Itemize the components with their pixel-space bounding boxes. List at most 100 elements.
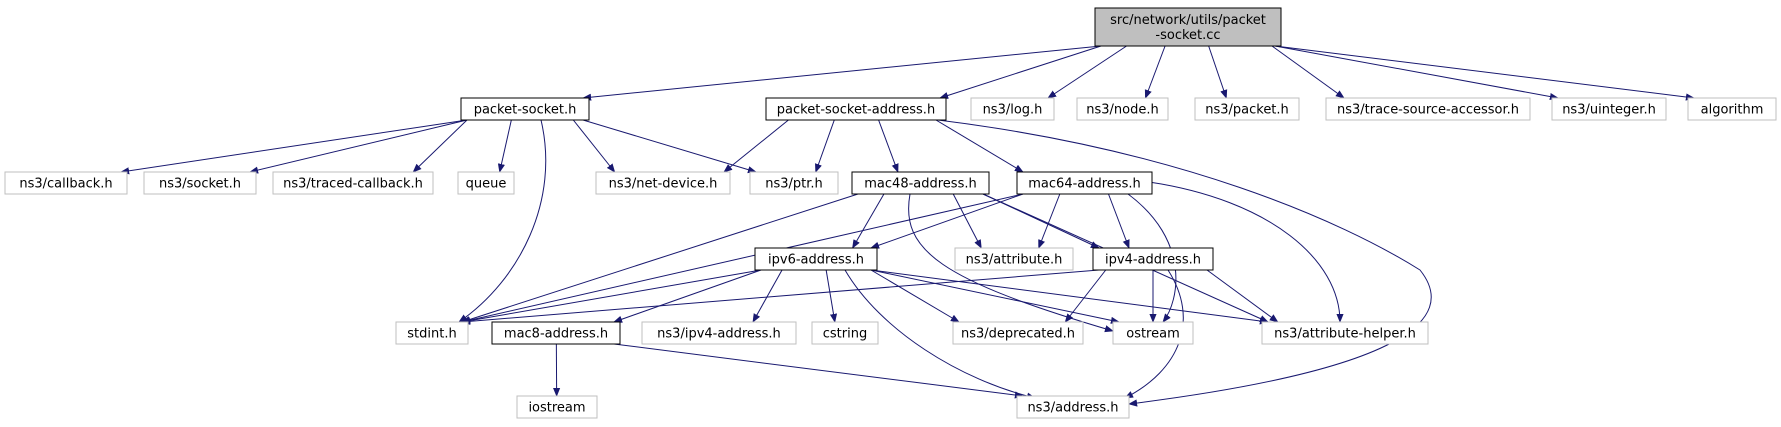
node-mac48-address-h[interactable]: mac48-address.h (851, 171, 990, 195)
node-box (970, 97, 1055, 121)
node-box (851, 171, 990, 195)
node-box (749, 171, 839, 195)
node-label: -socket.cc (1155, 28, 1220, 43)
node-ipv6-address-h[interactable]: ipv6-address.h (754, 247, 878, 271)
node-label: ns3/ptr.h (765, 177, 823, 192)
node-box (811, 321, 879, 345)
node-label: ns3/uinteger.h (1562, 103, 1656, 118)
node-label: algorithm (1701, 103, 1764, 118)
node-ns3-log-h: ns3/log.h (970, 97, 1055, 121)
node-ns3-net-device-h: ns3/net-device.h (595, 171, 731, 195)
node-packet-socket-address-h[interactable]: packet-socket-address.h (765, 97, 947, 121)
node-label: iostream (528, 401, 585, 416)
node-label: ns3/deprecated.h (961, 327, 1075, 342)
node-label: ns3/net-device.h (609, 177, 718, 192)
node-ipv4-address-h[interactable]: ipv4-address.h (1092, 247, 1214, 271)
node-box (1094, 7, 1282, 47)
edge-root-to-ns3-node-h (1144, 45, 1166, 99)
node-box (143, 171, 257, 195)
node-label: ns3/ipv4-address.h (657, 327, 781, 342)
node-ostream: ostream (1112, 321, 1194, 345)
node-box (1076, 97, 1169, 121)
edge-ipv4-address-h-to-ns3-attribute-helper-h (1206, 269, 1279, 323)
node-box (952, 321, 1084, 345)
nodes-layer: src/network/utils/packet-socket.cc packet… (4, 7, 1777, 419)
edge-packet-socket-address-h-to-ns3-address-h (937, 119, 1432, 407)
node-stdint-h: stdint.h (395, 321, 469, 345)
edge-ipv6-address-h-to-mac8-address-h (613, 269, 762, 323)
node-ns3-address-h: ns3/address.h (1016, 395, 1130, 419)
edge-packet-socket-h-to-ns3-socket-h (249, 119, 468, 174)
edge-mac64-address-h-to-ns3-attribute-helper-h (1148, 181, 1344, 323)
node-box (1261, 321, 1429, 345)
node-label: ns3/attribute-helper.h (1274, 327, 1416, 342)
node-box (272, 171, 434, 195)
node-ns3-node-h: ns3/node.h (1076, 97, 1169, 121)
node-ns3-attribute-h: ns3/attribute.h (954, 247, 1074, 271)
edge-ipv6-address-h-to-cstring (825, 269, 838, 323)
node-queue: queue (457, 171, 515, 195)
node-label: mac64-address.h (1028, 177, 1140, 192)
edge-packet-socket-h-to-stdint-h (458, 119, 547, 323)
node-label: mac8-address.h (504, 327, 608, 342)
node-box (1092, 247, 1214, 271)
edge-packet-socket-h-to-queue (497, 119, 512, 173)
edge-root-to-packet-socket-address-h (939, 45, 1102, 99)
node-ns3-callback-h: ns3/callback.h (4, 171, 128, 195)
node-root[interactable]: src/network/utils/packet-socket.cc (1094, 7, 1282, 47)
edge-packet-socket-address-h-to-ns3-ptr-h (815, 119, 835, 173)
node-box (395, 321, 469, 345)
node-box (1687, 97, 1777, 121)
node-label: stdint.h (407, 327, 456, 342)
node-label: ns3/log.h (983, 103, 1043, 118)
node-label: ns3/trace-source-accessor.h (1337, 103, 1519, 118)
node-label: ipv4-address.h (1105, 253, 1201, 268)
node-label: ns3/packet.h (1205, 103, 1289, 118)
edge-ipv6-address-h-to-stdint-h (461, 269, 762, 325)
node-iostream: iostream (516, 395, 598, 419)
node-label: ns3/attribute.h (966, 253, 1063, 268)
edge-ipv6-address-h-to-ns3-ipv4-address-h (752, 269, 783, 323)
edge-mac64-address-h-to-ns3-attribute-h (1038, 193, 1061, 249)
node-label: queue (466, 177, 507, 192)
node-ns3-traced-callback-h: ns3/traced-callback.h (272, 171, 434, 195)
node-label: src/network/utils/packet (1110, 13, 1266, 28)
edge-root-to-packet-socket-h (582, 45, 1102, 101)
edge-packet-socket-address-h-to-ns3-net-device-h (723, 119, 789, 173)
node-label: ipv6-address.h (768, 253, 864, 268)
edge-root-to-algorithm (1274, 45, 1695, 101)
node-box (1016, 171, 1153, 195)
node-ns3-attribute-helper-h: ns3/attribute-helper.h (1261, 321, 1429, 345)
node-label: ns3/traced-callback.h (283, 177, 423, 192)
edge-ipv4-address-h-to-stdint-h (461, 269, 1100, 325)
edge-mac64-address-h-to-ipv6-address-h (870, 193, 1024, 249)
edge-packet-socket-address-h-to-mac48-address-h (878, 119, 899, 173)
edge-packet-socket-h-to-ns3-ptr-h (582, 119, 757, 174)
edge-ipv6-address-h-to-ns3-address-h (844, 269, 1036, 400)
node-box (1325, 97, 1531, 121)
node-label: ns3/socket.h (159, 177, 241, 192)
node-algorithm: algorithm (1687, 97, 1777, 121)
node-box (4, 171, 128, 195)
node-label: cstring (823, 327, 867, 342)
edge-root-to-ns3-trace-source-accessor-h (1271, 45, 1345, 99)
node-box (765, 97, 947, 121)
node-box (1551, 97, 1667, 121)
node-label: packet-socket.h (474, 103, 577, 118)
edge-packet-socket-h-to-ns3-callback-h (120, 119, 468, 175)
node-mac64-address-h[interactable]: mac64-address.h (1016, 171, 1153, 195)
edge-ipv6-address-h-to-ostream (870, 269, 1120, 324)
node-ns3-trace-source-accessor-h: ns3/trace-source-accessor.h (1325, 97, 1531, 121)
edge-ipv6-address-h-to-ns3-attribute-helper-h (870, 269, 1269, 325)
node-ns3-packet-h: ns3/packet.h (1194, 97, 1300, 121)
node-box (460, 97, 590, 121)
node-mac8-address-h[interactable]: mac8-address.h (491, 321, 621, 345)
node-box (1016, 395, 1130, 419)
node-ns3-ipv4-address-h: ns3/ipv4-address.h (641, 321, 797, 345)
node-label: mac48-address.h (864, 177, 976, 192)
node-packet-socket-h[interactable]: packet-socket.h (460, 97, 590, 121)
edge-ipv4-address-h-to-ns3-deprecated-h (1064, 269, 1107, 323)
node-label: packet-socket-address.h (777, 103, 935, 118)
edge-root-to-ns3-packet-h (1208, 45, 1228, 99)
